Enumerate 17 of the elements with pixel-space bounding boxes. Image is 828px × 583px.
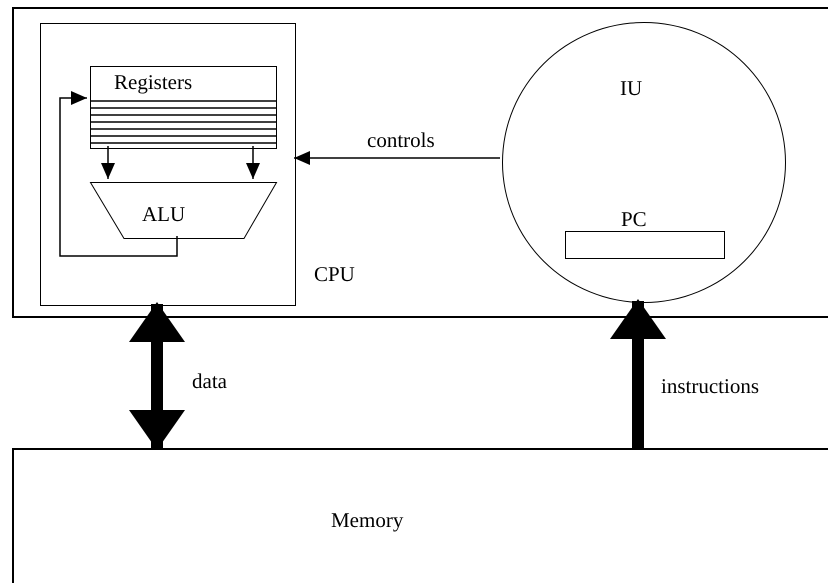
bus-arrow [610,299,666,448]
arrow [101,146,115,179]
memory-block [12,448,828,583]
arrow [294,151,500,165]
datapath-box [40,23,296,306]
register-file [90,66,277,149]
alu-label: ALU [142,204,186,225]
block-label: Memory [331,510,404,531]
bus-arrow [129,302,185,450]
register-label: Registers [114,72,192,93]
alu-trapezoid [90,182,277,239]
arrow [246,146,260,179]
block-label: CPU [314,264,355,285]
arrow [59,91,178,257]
instruction-unit-circle [502,22,786,303]
register-label: PC [621,209,647,230]
unit-label: IU [620,78,642,99]
